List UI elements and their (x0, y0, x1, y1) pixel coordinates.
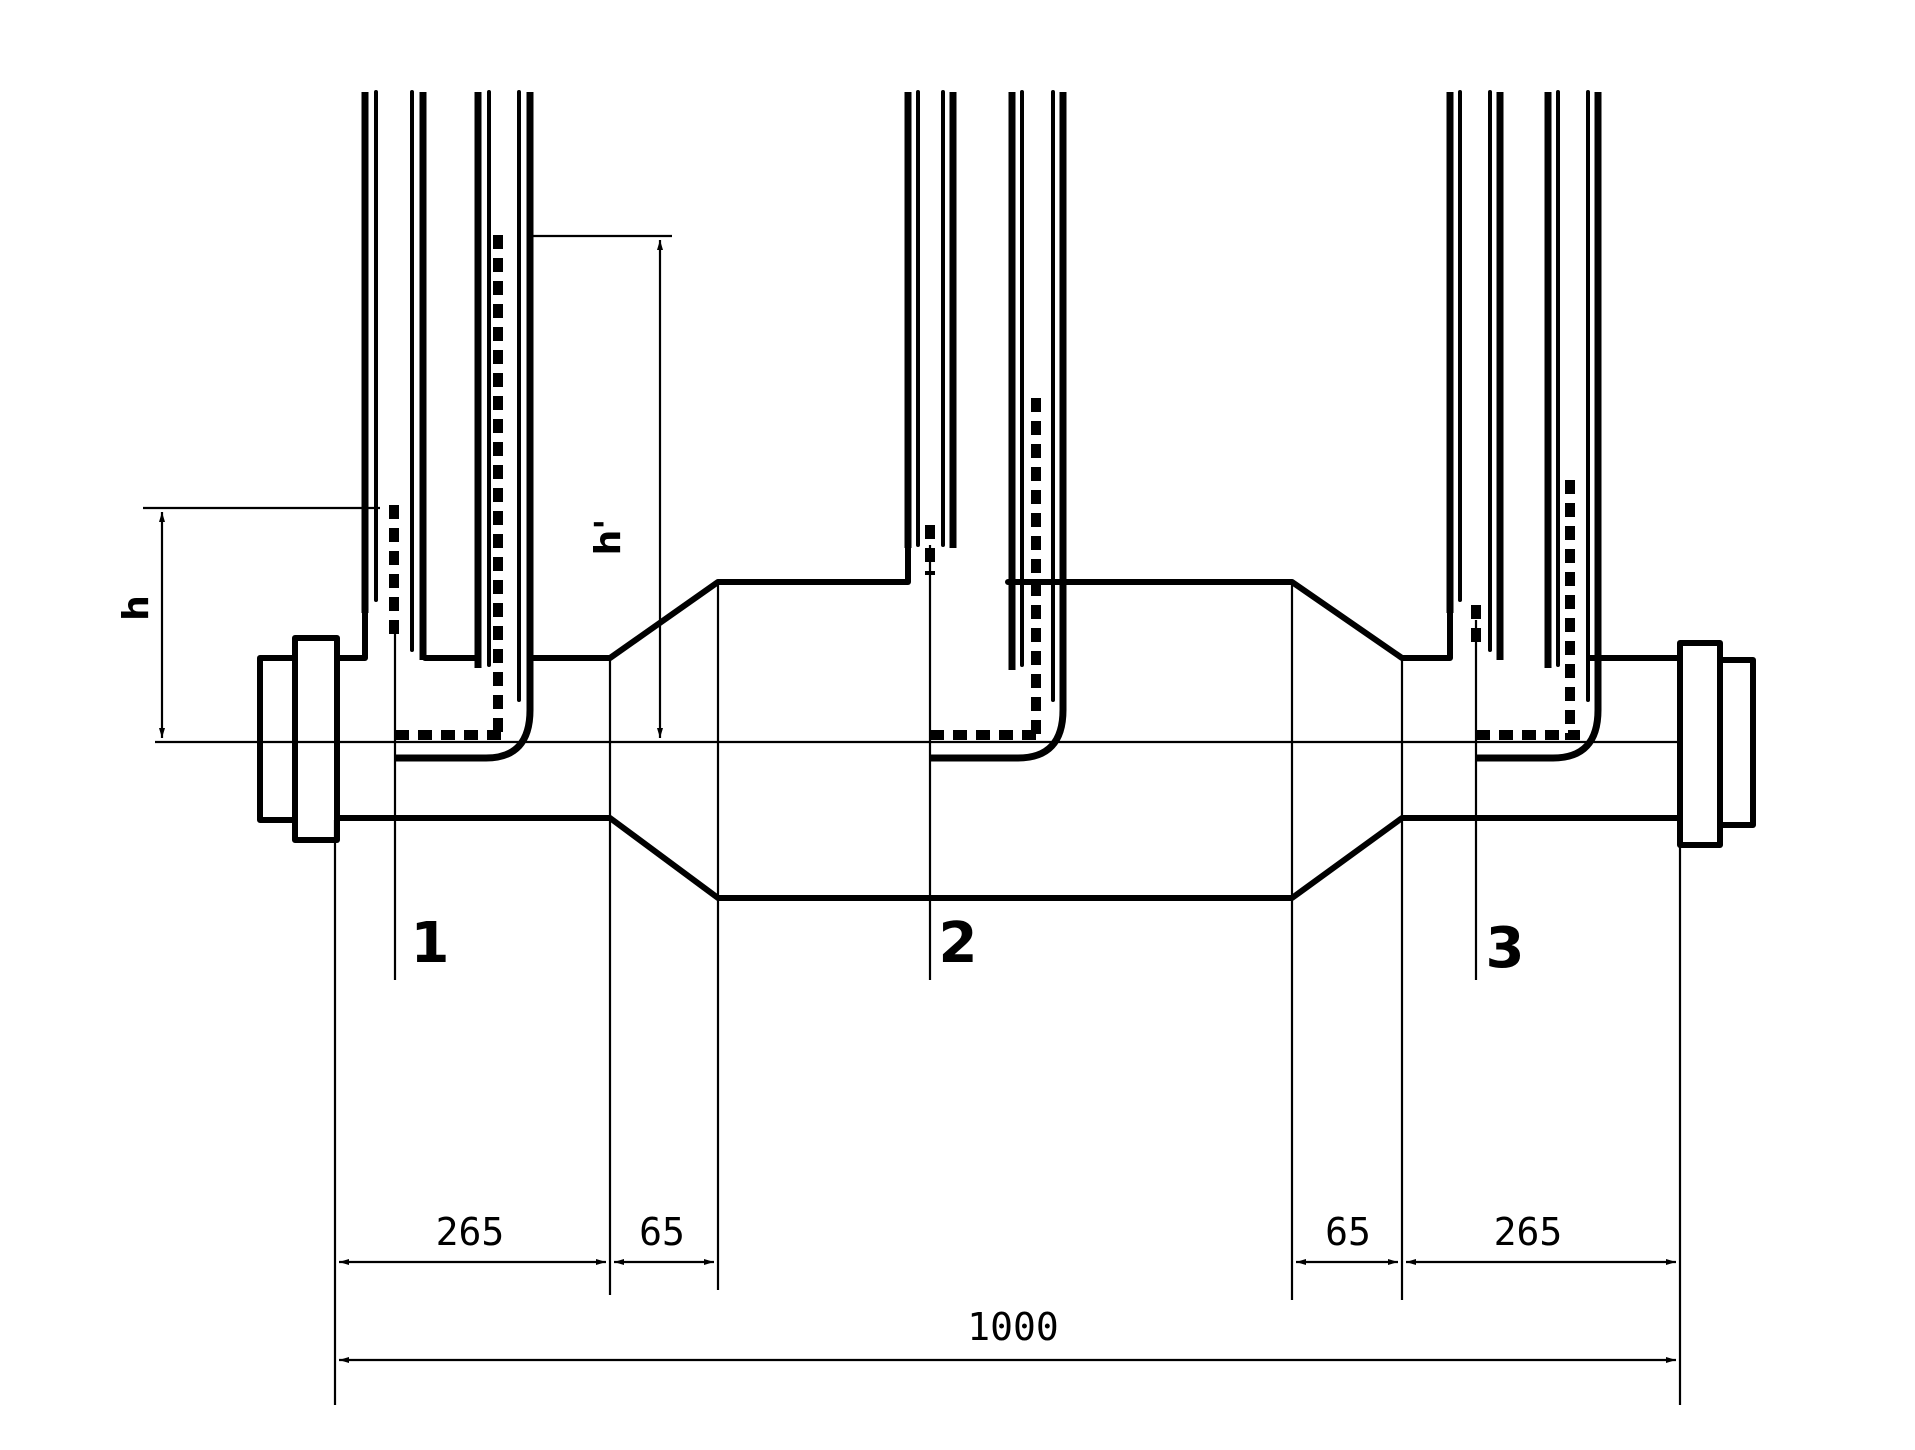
height-dimension-h: h (116, 506, 380, 744)
section-marker-1: 1 (393, 620, 450, 980)
dim-65-right-label: 65 (1325, 1210, 1371, 1254)
dimension-65-left: 65 (614, 1210, 714, 1265)
section-marker-2: 2 (928, 545, 978, 980)
section-label-1: 1 (411, 911, 450, 976)
dimension-1000-total: 1000 (339, 1305, 1676, 1363)
manometer-1 (361, 90, 534, 762)
pipe-bottom-wall (334, 815, 1683, 901)
section-marker-3: 3 (1474, 620, 1525, 981)
dim-65-left-label: 65 (639, 1210, 685, 1254)
dimension-65-right: 65 (1296, 1210, 1398, 1265)
left-flange (257, 635, 340, 843)
right-flange (1677, 640, 1756, 848)
h-prime-label: h' (588, 519, 629, 556)
section-label-2: 2 (939, 911, 978, 976)
dim-265-left-label: 265 (436, 1210, 505, 1254)
dim-1000-label: 1000 (967, 1305, 1059, 1349)
section-label-3: 3 (1486, 916, 1525, 981)
dimension-265-left: 265 (339, 1210, 606, 1265)
h-label: h (116, 595, 157, 621)
manometer-3 (1446, 90, 1602, 762)
height-dimension-h-prime: h' (530, 234, 672, 738)
dimension-extension-lines (333, 582, 1682, 1405)
manometer-2 (904, 90, 1067, 762)
dimension-265-right: 265 (1406, 1210, 1676, 1265)
dim-265-right-label: 265 (1494, 1210, 1563, 1254)
